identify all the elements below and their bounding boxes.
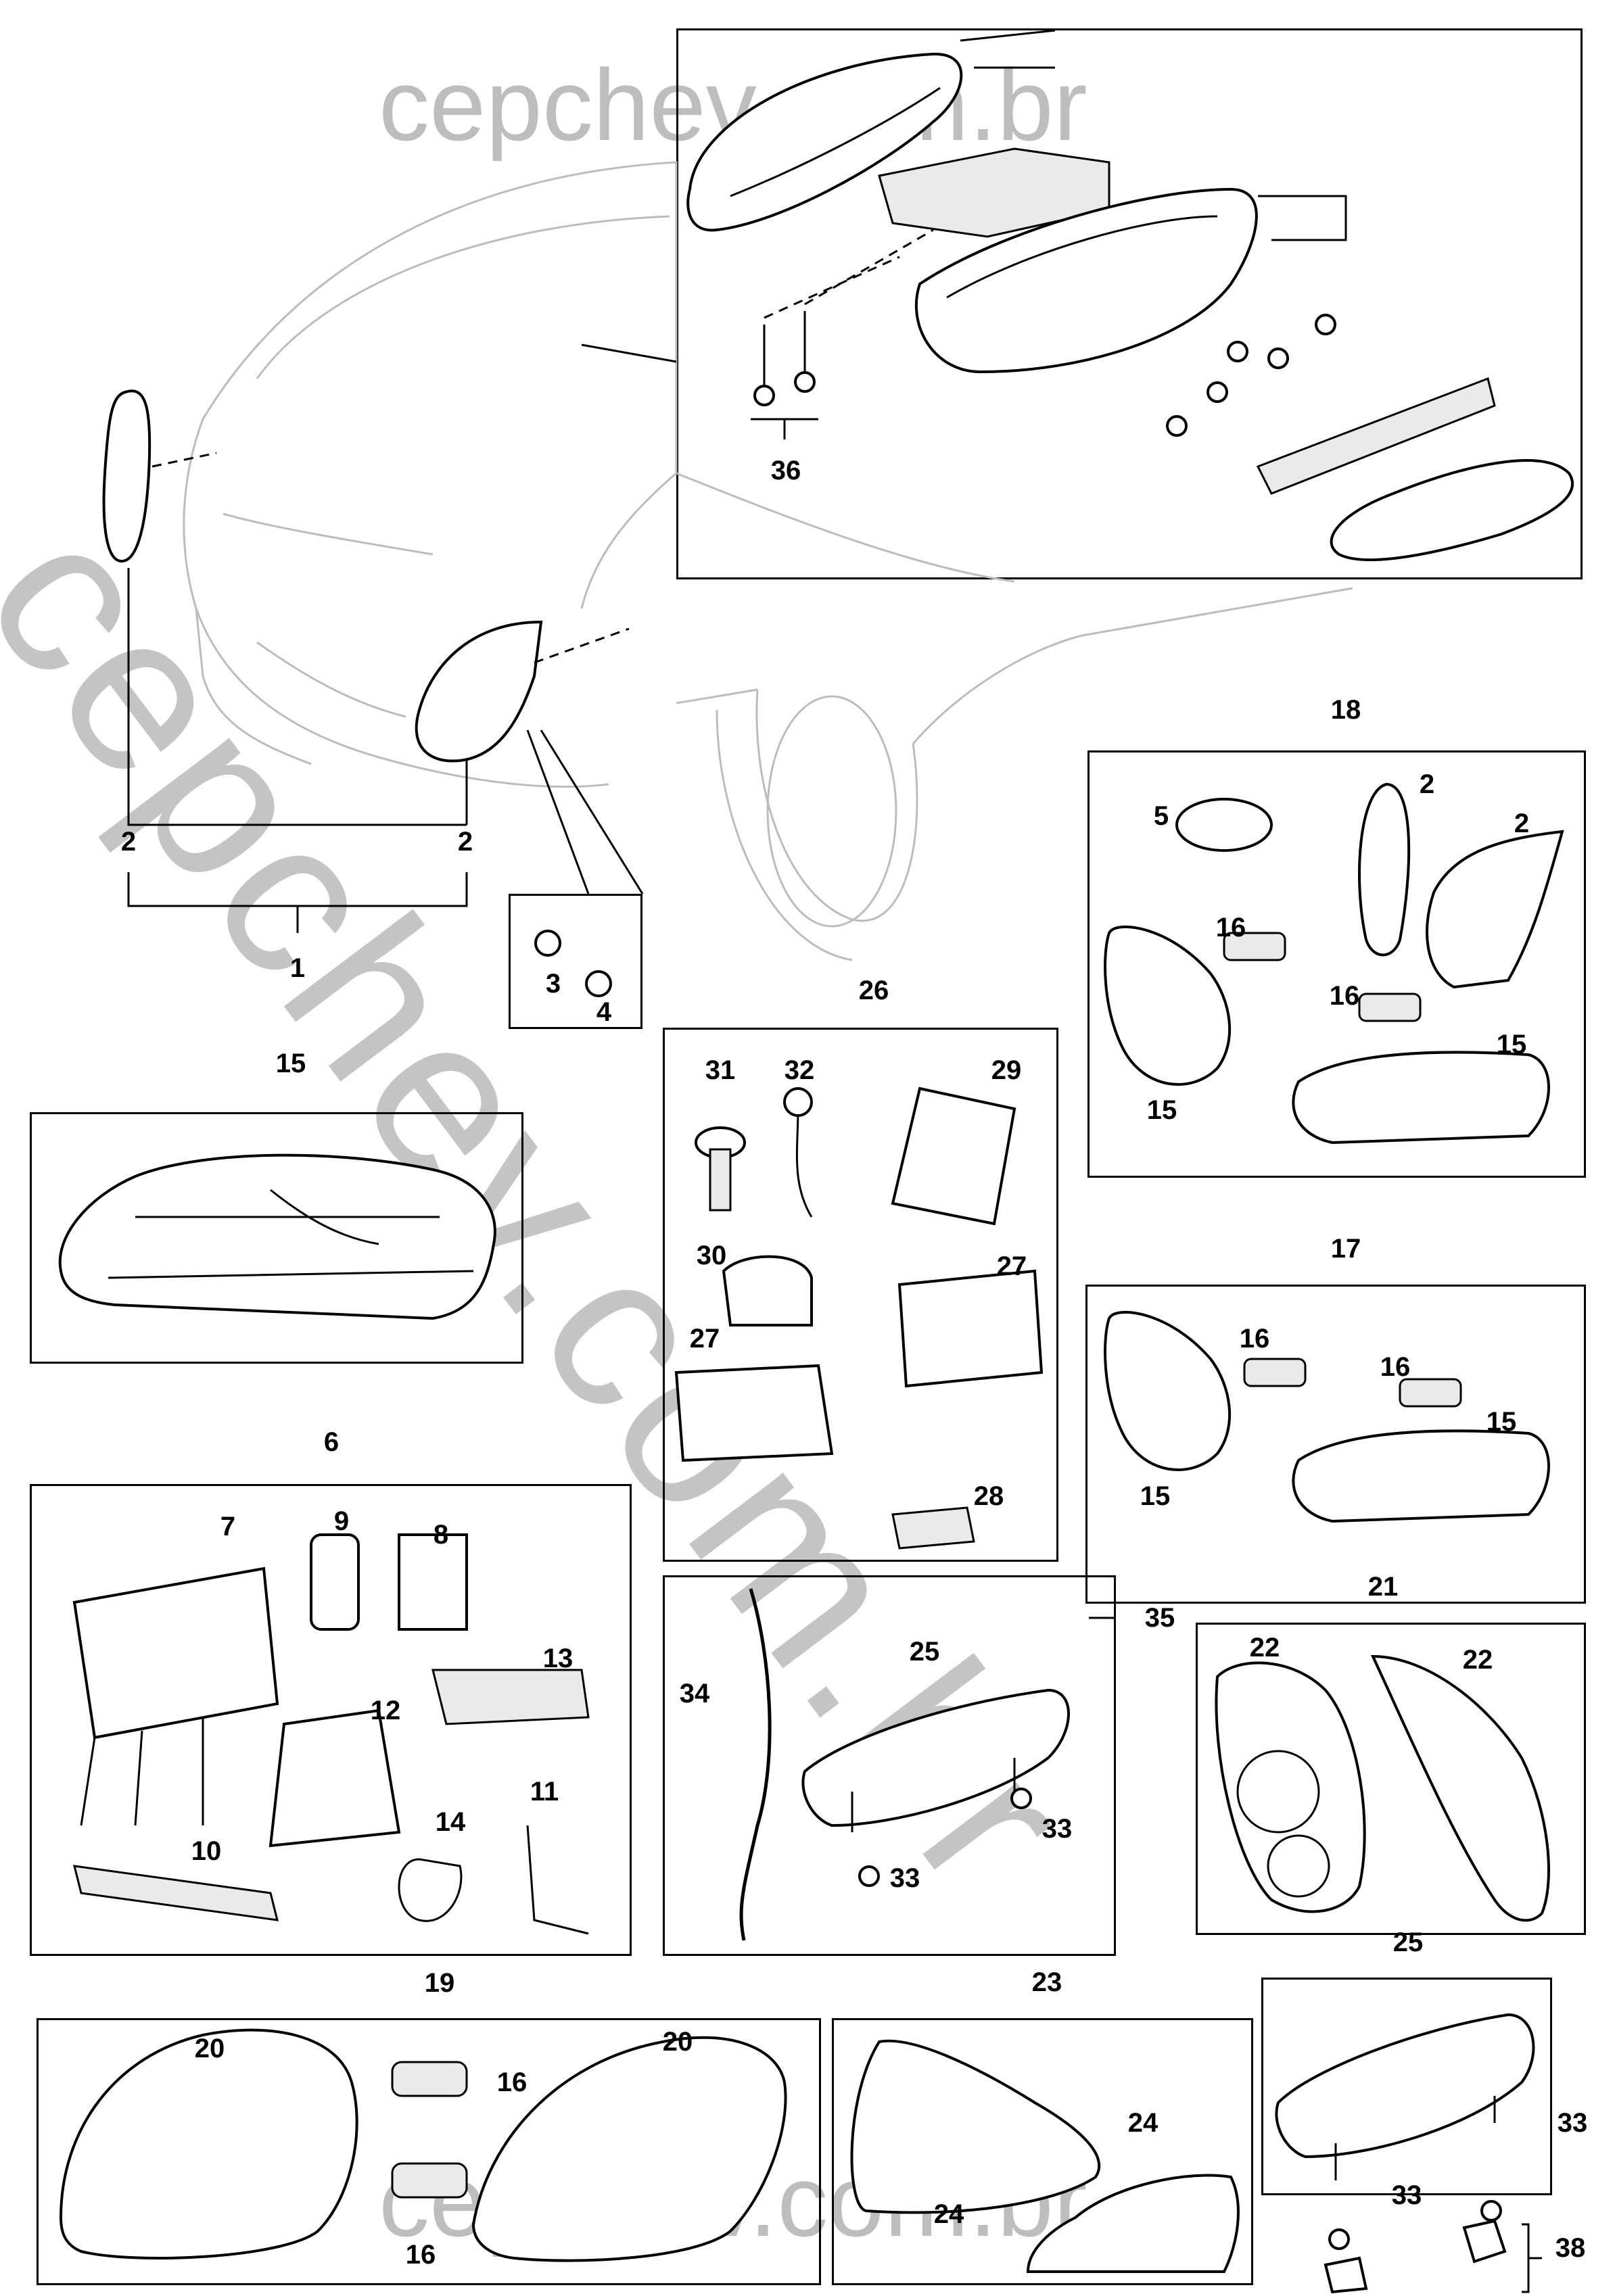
car-outline bbox=[183, 161, 1353, 961]
callout-16-set17-a: 16 bbox=[1239, 1324, 1270, 1354]
callout-15-set18-a: 15 bbox=[1146, 1095, 1177, 1125]
frame-lens-23 bbox=[832, 2018, 1253, 2285]
callout-35: 35 bbox=[1144, 1603, 1175, 1633]
frame-headlamp-set-17 bbox=[1085, 1285, 1586, 1604]
callout-22-right: 22 bbox=[1462, 1645, 1493, 1675]
callout-33-brake-a: 33 bbox=[1041, 1814, 1073, 1844]
lens-23-parts bbox=[850, 2039, 1240, 2273]
callout-20-left: 20 bbox=[194, 2034, 225, 2063]
callout-7: 7 bbox=[220, 1512, 236, 1541]
callout-2-right: 2 bbox=[457, 827, 473, 857]
callout-16-set18-a: 16 bbox=[1215, 913, 1246, 942]
callout-33-brake-b: 33 bbox=[889, 1863, 920, 1893]
callout-16-set17-b: 16 bbox=[1380, 1352, 1411, 1382]
callout-30: 30 bbox=[696, 1241, 727, 1270]
callout-8: 8 bbox=[433, 1520, 449, 1550]
callout-6: 6 bbox=[323, 1427, 340, 1457]
callout-3: 3 bbox=[545, 969, 561, 999]
callout-15-set18-b: 15 bbox=[1496, 1030, 1527, 1059]
brake-lamp-25-parts bbox=[1275, 2013, 1542, 2294]
frame-headlamp-set-18 bbox=[1087, 750, 1586, 1178]
callout-10: 10 bbox=[191, 1836, 222, 1866]
callout-16-hl19-b: 16 bbox=[405, 2240, 436, 2270]
headlamp-set-18-parts bbox=[1104, 782, 1564, 1145]
frame-fog-lamp-kit-26 bbox=[663, 1028, 1058, 1562]
callout-16-hl19-a: 16 bbox=[496, 2067, 528, 2097]
frame-brake-lamp-35 bbox=[663, 1575, 1116, 1956]
callout-34: 34 bbox=[679, 1679, 710, 1708]
callout-2-left: 2 bbox=[120, 827, 137, 857]
callout-11: 11 bbox=[530, 1777, 559, 1807]
callout-27-left: 27 bbox=[689, 1324, 720, 1354]
callout-28: 28 bbox=[973, 1481, 1004, 1511]
tail-lamp-21-parts bbox=[1215, 1654, 1550, 1922]
frame-headlamp-15 bbox=[30, 1112, 523, 1364]
callout-9: 9 bbox=[333, 1506, 350, 1536]
fog-lamp-kit-parts bbox=[674, 1086, 1044, 1550]
callout-14: 14 bbox=[435, 1807, 466, 1837]
headlamp-15-lens-lines bbox=[108, 1189, 474, 1279]
callout-36: 36 bbox=[770, 456, 801, 485]
headlamp-19-parts bbox=[59, 2028, 787, 2262]
frame-brake-lamp-25 bbox=[1261, 1978, 1552, 2195]
callout-2-set18-a: 2 bbox=[1419, 769, 1435, 799]
washer-kit-parts bbox=[72, 1533, 590, 1935]
callout-32: 32 bbox=[784, 1055, 815, 1085]
callout-20-right: 20 bbox=[662, 2027, 693, 2057]
callout-17: 17 bbox=[1330, 1234, 1361, 1264]
callout-15-set17-a: 15 bbox=[1140, 1481, 1171, 1511]
callout-38: 38 bbox=[1555, 2233, 1586, 2263]
callout-23: 23 bbox=[1031, 1967, 1062, 1997]
callout-19: 19 bbox=[424, 1968, 455, 1998]
brake-lamp-35-parts bbox=[739, 1588, 1116, 1941]
callout-21: 21 bbox=[1367, 1572, 1399, 1602]
frame-bulbs-3-4 bbox=[509, 894, 642, 1029]
callout-4: 4 bbox=[596, 997, 612, 1027]
spoiler-lamp-parts bbox=[581, 29, 1574, 561]
callout-2-set18-b: 2 bbox=[1514, 809, 1530, 838]
callout-22-left: 22 bbox=[1249, 1633, 1280, 1663]
headlamp-set-17-parts bbox=[1104, 1310, 1550, 1523]
headlamp-15-shape bbox=[58, 1153, 496, 1320]
callout-31: 31 bbox=[705, 1055, 736, 1085]
frame-washer-kit-6 bbox=[30, 1484, 632, 1956]
callout-15-headlamp: 15 bbox=[275, 1049, 306, 1078]
callout-5: 5 bbox=[1153, 801, 1169, 831]
callout-12: 12 bbox=[370, 1696, 401, 1725]
callout-29: 29 bbox=[991, 1055, 1022, 1085]
callout-26: 26 bbox=[858, 976, 889, 1005]
callout-24-right: 24 bbox=[1127, 2108, 1158, 2138]
side-repeater-lamps bbox=[102, 389, 644, 997]
callout-24-left: 24 bbox=[933, 2199, 964, 2229]
frame-tail-lamp-21 bbox=[1196, 1623, 1586, 1935]
callout-25-brake: 25 bbox=[909, 1637, 940, 1667]
callout-1: 1 bbox=[289, 953, 306, 983]
callout-15-set17-b: 15 bbox=[1486, 1407, 1517, 1437]
callout-18: 18 bbox=[1330, 695, 1361, 725]
callout-27-right: 27 bbox=[996, 1251, 1027, 1281]
callout-33-small-b: 33 bbox=[1391, 2180, 1422, 2210]
callout-33-small-a: 33 bbox=[1557, 2108, 1588, 2138]
callout-13: 13 bbox=[542, 1644, 574, 1673]
callout-16-set18-b: 16 bbox=[1329, 981, 1360, 1011]
frame-headlamp-19 bbox=[37, 2018, 821, 2285]
callout-25-small: 25 bbox=[1392, 1928, 1424, 1957]
